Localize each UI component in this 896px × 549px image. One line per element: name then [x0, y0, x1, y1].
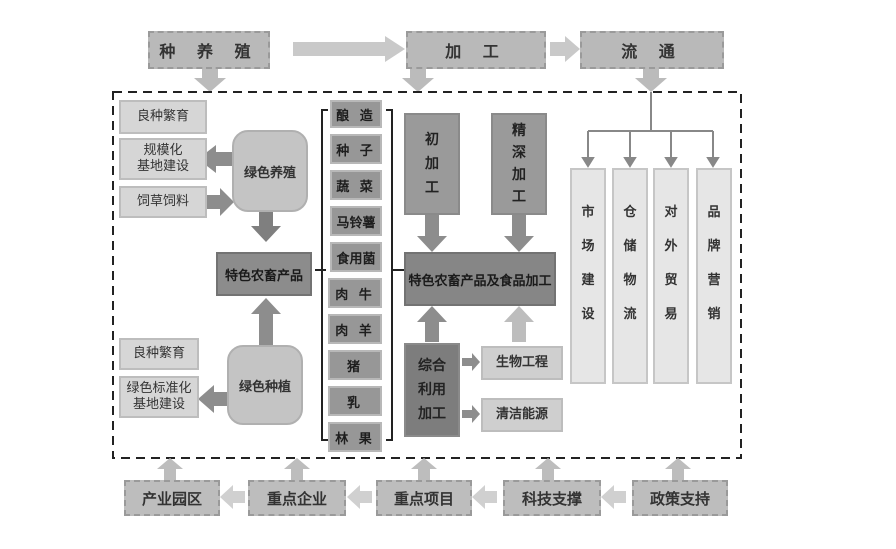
box-product-food-processing: 特色农畜产品及食品加工 [404, 252, 556, 306]
product-item: 酿 造 [330, 100, 382, 128]
box-green-breeding: 绿色养殖 [232, 130, 308, 212]
product-item: 林 果 [328, 422, 382, 452]
arrow-right-icon [462, 353, 480, 371]
box-key-projects: 重点项目 [376, 480, 472, 516]
arrow-up-icon [251, 298, 281, 345]
stage-circulation: 流 通 [580, 31, 724, 69]
box-clean-energy: 清洁能源 [481, 398, 563, 432]
arrow-right-icon [206, 188, 234, 216]
text-char: 场 [581, 239, 595, 254]
arrow-up-icon [504, 306, 534, 342]
arrow-down-icon [635, 69, 667, 92]
text-char: 物 [623, 273, 637, 288]
box-key-enterprises: 重点企业 [248, 480, 346, 516]
product-item: 猪 [328, 350, 382, 380]
arrow-down-icon [194, 69, 226, 92]
arrow-up-icon [417, 306, 447, 342]
text-char: 品 [707, 205, 721, 220]
text-char: 工 [512, 189, 526, 205]
text-char: 精 [512, 123, 526, 139]
text-char: 设 [581, 307, 595, 322]
text-char: 建 [581, 273, 595, 288]
text-char: 市 [581, 205, 595, 220]
box-scale-base-construction: 规模化 基地建设 [119, 138, 207, 180]
box-market-construction: 市 场 建 设 [570, 168, 606, 384]
arrow-up-icon [665, 458, 691, 480]
product-item: 乳 [328, 386, 382, 416]
box-green-planting: 绿色种植 [227, 345, 303, 425]
distribution-arrows [581, 131, 720, 168]
product-item: 种 子 [330, 134, 382, 164]
box-foreign-trade: 对 外 贸 易 [653, 168, 689, 384]
arrow-left-icon [198, 145, 232, 173]
box-primary-processing: 初 加 工 [404, 113, 460, 215]
text-char: 贸 [664, 273, 678, 288]
text-char: 对 [664, 205, 678, 220]
box-storage-logistics: 仓 储 物 流 [612, 168, 648, 384]
product-item: 肉 羊 [328, 314, 382, 344]
arrow-right-icon [550, 36, 580, 62]
arrow-down-icon [251, 212, 281, 242]
box-tech-support: 科技支撑 [503, 480, 601, 516]
text-char: 营 [707, 273, 721, 288]
text-char: 仓 [623, 205, 637, 220]
arrow-left-icon [472, 485, 497, 509]
box-green-standard-base: 绿色标准化 基地建设 [119, 376, 199, 418]
text-char: 流 [623, 307, 637, 322]
text-line: 利用 [418, 382, 446, 398]
box-bio-engineering: 生物工程 [481, 346, 563, 380]
arrow-left-icon [347, 485, 372, 509]
box-policy-support: 政策支持 [632, 480, 728, 516]
dashed-frame [112, 91, 742, 459]
text-char: 储 [623, 239, 637, 254]
text-char: 加 [425, 156, 439, 172]
arrow-right-icon [462, 405, 480, 423]
text-char: 外 [664, 239, 678, 254]
box-comprehensive-processing: 综合 利用 加工 [404, 343, 460, 437]
text-char: 销 [707, 307, 721, 322]
arrow-left-icon [220, 485, 245, 509]
product-item: 蔬 菜 [330, 170, 382, 200]
box-deep-processing: 精 深 加 工 [491, 113, 547, 215]
text-char: 加 [512, 167, 526, 183]
text-line: 加工 [418, 406, 446, 422]
box-industrial-park: 产业园区 [124, 480, 220, 516]
arrow-up-icon [411, 458, 437, 480]
stage-breeding: 种 养 殖 [148, 31, 270, 69]
product-item: 肉 牛 [328, 278, 382, 308]
arrow-down-icon [402, 69, 434, 92]
arrow-down-icon [417, 215, 447, 252]
text-char: 工 [425, 180, 439, 196]
text-char: 深 [512, 145, 526, 161]
arrow-right-icon [293, 36, 405, 62]
product-item: 马铃薯 [330, 206, 382, 236]
box-brand-marketing: 品 牌 营 销 [696, 168, 732, 384]
arrow-left-icon [601, 485, 626, 509]
text-char: 初 [425, 132, 439, 148]
box-breed-improvement-lower: 良种繁育 [119, 338, 199, 370]
arrow-down-icon [504, 215, 534, 252]
arrow-up-icon [157, 458, 183, 480]
text-char: 易 [664, 307, 678, 322]
box-breed-improvement-upper: 良种繁育 [119, 100, 207, 134]
box-featured-products: 特色农畜产品 [216, 252, 312, 296]
arrow-up-icon [535, 458, 561, 480]
arrow-up-icon [284, 458, 310, 480]
stage-processing: 加 工 [406, 31, 546, 69]
text-char: 牌 [707, 239, 721, 254]
text-line: 综合 [418, 358, 446, 374]
product-item: 食用菌 [330, 242, 382, 272]
box-forage-feed: 饲草饲料 [119, 186, 207, 218]
arrow-left-icon [198, 385, 228, 413]
